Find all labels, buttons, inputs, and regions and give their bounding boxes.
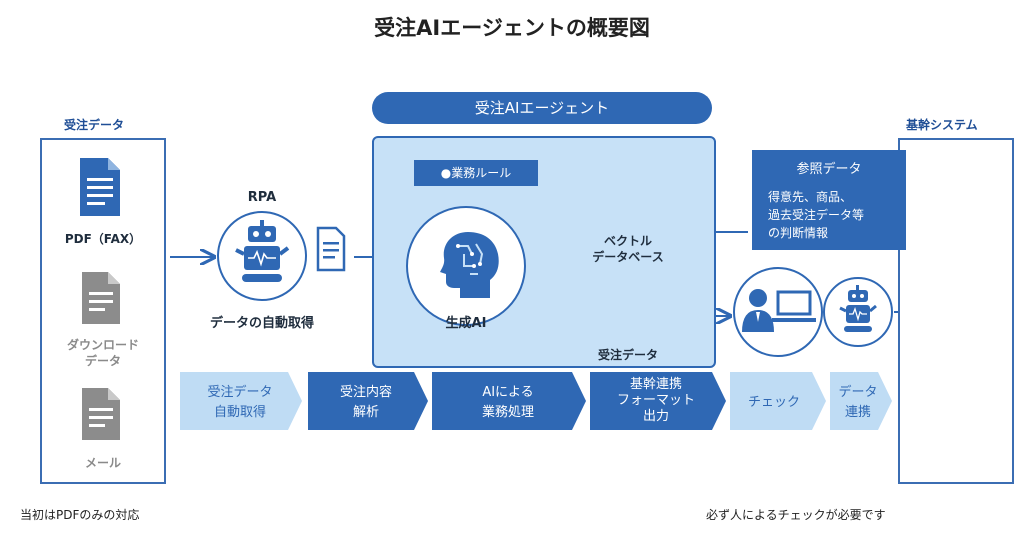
note-right: 必ず人によるチェックが必要です [706, 508, 886, 522]
note-left: 当初はPDFのみの対応 [20, 508, 140, 522]
core-system-panel [898, 138, 1014, 484]
input-item-mail: メール [84, 456, 121, 470]
person-at-computer-icon [742, 289, 816, 332]
step-shape [432, 372, 586, 430]
step-shape [590, 372, 726, 430]
rpa-label: RPA [247, 190, 277, 205]
step-1-line1: 受注データ [207, 384, 272, 400]
order-db-label: 受注データ [597, 348, 658, 362]
agent-pill: 受注AIエージェント [372, 92, 712, 124]
page-title: 受注AIエージェントの概要図 [374, 16, 650, 40]
step-shape [730, 372, 826, 430]
step-3-line1: AIによる [482, 385, 533, 400]
ai-head-icon [440, 232, 499, 298]
document-icon [82, 272, 120, 324]
step-1-line2: 自動取得 [214, 404, 266, 420]
input-item-download-line1: ダウンロード [66, 338, 139, 352]
generative-ai-circle [406, 206, 526, 326]
document-icon [80, 158, 120, 216]
step-4-line2: フォーマット [617, 393, 695, 408]
input-item-pdf: PDF（FAX） [64, 232, 142, 246]
input-item-download-line2: データ [84, 354, 121, 368]
step-2-line2: 解析 [353, 405, 379, 420]
input-panel-label: 受注データ [64, 118, 125, 132]
step-shape [180, 372, 302, 430]
step-2-line1: 受注内容 [340, 384, 392, 400]
step-4-line3: 出力 [643, 409, 669, 424]
step-shape [830, 372, 892, 430]
vector-db-label-line2: データベース [592, 250, 664, 264]
robot-icon [235, 220, 290, 282]
business-rules-box: ●業務ルール [414, 160, 538, 186]
step-shape [308, 372, 428, 430]
reference-data-box: 参照データ 得意先、商品、 過去受注データ等 の判断情報 [752, 150, 906, 250]
step-4-line1: 基幹連携 [630, 376, 682, 392]
robot-icon [839, 285, 877, 332]
generative-ai-label: 生成AI [445, 316, 487, 331]
step-6-line2: 連携 [845, 404, 871, 420]
document-icon [82, 388, 120, 440]
rpa-caption: データの自動取得 [209, 316, 314, 331]
vector-db-label-line1: ベクトル [603, 234, 652, 248]
document-icon [316, 226, 346, 272]
step-3-line2: 業務処理 [482, 404, 534, 420]
core-system-label: 基幹システム [906, 118, 978, 132]
step-5-line1: チェック [748, 395, 800, 410]
reference-data-title: 参照データ [796, 162, 862, 177]
step-6-line1: データ [838, 384, 877, 400]
reference-data-body: 得意先、商品、 過去受注データ等 の判断情報 [768, 190, 865, 240]
